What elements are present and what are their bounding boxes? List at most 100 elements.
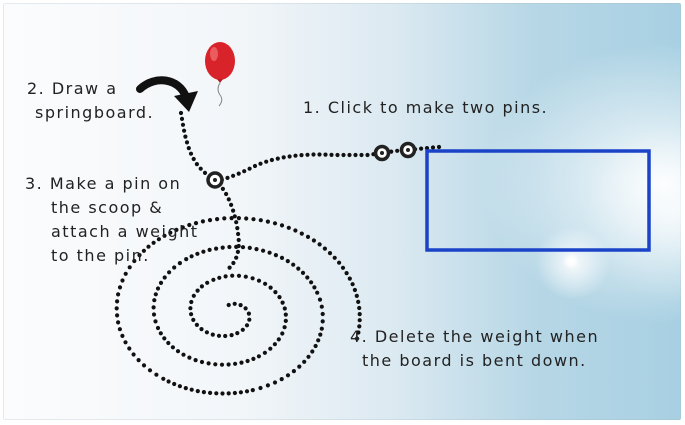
ink-dot [238, 390, 243, 395]
ink-dot [306, 354, 311, 359]
ink-dot [322, 246, 327, 251]
ink-dot [350, 282, 355, 287]
ink-dot [250, 388, 255, 393]
ink-dot [243, 306, 248, 311]
ink-dot [187, 222, 192, 228]
ink-dot [273, 290, 278, 295]
ink-dot [352, 287, 357, 293]
ink-dot [229, 216, 234, 221]
ink-dot [131, 352, 136, 357]
ink-dot [293, 228, 298, 233]
game-canvas[interactable]: 2. Draw a springboard. 1. Click to make … [3, 3, 681, 420]
ink-dot [204, 330, 209, 335]
ink-dot [247, 245, 252, 250]
ink-dot [214, 246, 219, 251]
ink-dot [395, 148, 400, 153]
scene-drawing [114, 42, 651, 396]
ink-dot [127, 346, 132, 351]
ink-dot [357, 318, 362, 323]
ink-dot [229, 333, 234, 338]
ink-dot [167, 270, 172, 275]
ink-dot [354, 336, 360, 341]
ink-dot [220, 186, 225, 191]
ink-dot [120, 278, 125, 283]
ink-dot [116, 320, 121, 325]
ink-dot [187, 355, 192, 360]
ink-dot [180, 122, 186, 127]
ink-dot [201, 390, 206, 395]
ink-dot [272, 380, 278, 385]
ink-dot [223, 333, 228, 339]
ink-dot [120, 333, 125, 338]
ink-dot [205, 280, 210, 285]
ink-dot [183, 134, 188, 139]
ink-dot [272, 221, 278, 226]
ink-dot [222, 216, 227, 221]
ink-dot [299, 231, 304, 236]
ink-dot [191, 317, 196, 322]
ink-dot [186, 146, 191, 151]
ink-dot [151, 305, 156, 310]
ink-dot [236, 171, 241, 176]
ink-dot [226, 391, 231, 396]
ink-dot [217, 275, 222, 280]
ink-dot [213, 362, 218, 367]
ink-dot [309, 280, 314, 285]
ink-dot [166, 379, 171, 384]
ink-dot [347, 276, 352, 281]
ink-dot [191, 293, 196, 298]
ink-dot [132, 258, 137, 264]
ink-dot [208, 390, 213, 395]
instruction-line: 3. Make a pin on [25, 174, 182, 193]
ink-dot [258, 385, 263, 391]
ink-dot [280, 331, 285, 336]
ink-dot [180, 225, 185, 230]
pin-scoop[interactable] [206, 171, 224, 189]
ink-dot [236, 216, 241, 221]
instruction-line: attach a weight [51, 222, 199, 241]
ink-dot [305, 234, 311, 239]
instruction-line: 4. Delete the weight when [350, 327, 600, 346]
ink-dot [154, 372, 159, 377]
ink-dot [317, 242, 322, 247]
ink-dot [224, 191, 229, 197]
ink-dot [181, 352, 186, 357]
ink-dot [188, 306, 193, 311]
ink-dot [264, 159, 269, 164]
ink-dot [277, 295, 282, 300]
ink-dot [317, 297, 323, 302]
instruction-line: 1. Click to make two pins. [303, 98, 549, 117]
ink-dot [226, 362, 231, 367]
ink-dot [279, 223, 285, 228]
ink-dot [235, 331, 240, 336]
ink-dot [359, 152, 364, 158]
ink-dot [117, 327, 122, 332]
red-balloon-icon[interactable] [205, 42, 235, 107]
ink-dot [320, 311, 325, 317]
ink-dot [256, 278, 262, 283]
pin-right[interactable] [399, 141, 417, 159]
pin-left[interactable] [373, 144, 391, 162]
ink-dot [279, 255, 285, 260]
ink-dot [357, 312, 362, 317]
ink-dot [242, 169, 247, 174]
blue-box[interactable] [425, 149, 651, 252]
ink-dot [146, 244, 151, 249]
ink-dot [174, 227, 179, 232]
ink-dot [179, 116, 185, 121]
ink-dot [193, 221, 199, 226]
ink-dot [234, 220, 239, 225]
ink-dot [430, 145, 436, 150]
ink-dot [207, 247, 212, 252]
ink-dot [419, 146, 424, 151]
ink-dot [232, 301, 237, 306]
ink-dot [158, 280, 164, 285]
ink-dot [189, 299, 194, 305]
ink-dot [258, 218, 263, 223]
ink-dot [158, 331, 163, 336]
ink-dot [219, 362, 225, 367]
ink-dot [329, 152, 334, 157]
ink-dot [319, 304, 324, 309]
ink-dot [254, 247, 259, 252]
ink-dot [424, 146, 430, 151]
